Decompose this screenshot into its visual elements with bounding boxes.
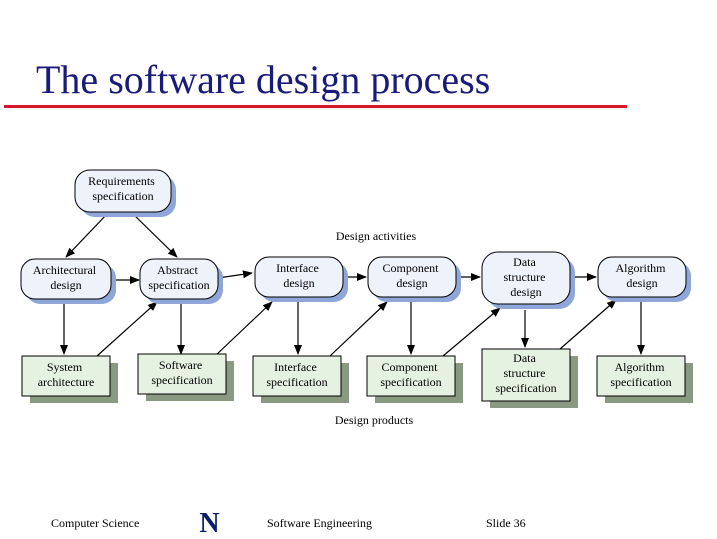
slide-number: Slide 36: [486, 516, 526, 530]
svg-text:Algorithm design: Algorithm design: [616, 261, 669, 290]
arrow-software-specification-to-interface: [214, 301, 273, 357]
activity-component-line-1: Component: [383, 261, 440, 275]
product-software-line-2: specification: [151, 373, 212, 387]
arrow-interface-specification-to-component: [329, 301, 388, 357]
arrow-requirements-to-architectural: [65, 212, 109, 258]
product-component-line-2: specification: [380, 375, 441, 389]
product-algorithm-line-1: Algorithm: [615, 360, 666, 374]
activity-architectural-line-1: Architectural: [33, 263, 97, 277]
activity-architectural-design: Architectural design: [20, 258, 116, 304]
product-data-structure-line-3: specification: [495, 381, 556, 395]
activity-data-structure-line-2: structure: [504, 270, 546, 284]
design-products-label: Design products: [335, 413, 414, 427]
product-system-line-2: architecture: [38, 375, 95, 389]
activity-data-structure-line-3: design: [510, 285, 541, 299]
activity-interface-line-2: design: [283, 276, 314, 290]
arrow-component-specification-to-data-structure: [442, 307, 501, 357]
product-interface-line-2: specification: [266, 375, 327, 389]
university-logo: N: [199, 508, 220, 539]
requirements-line-1: Requirements: [88, 174, 155, 188]
activity-interface-line-1: Interface: [276, 261, 319, 275]
requirements-box: [74, 169, 172, 213]
activity-data-structure-line-1: Data: [513, 255, 536, 269]
activity-interface-design: Interface design: [254, 256, 348, 302]
product-component-specification: Component specification: [366, 355, 463, 403]
footer-center: Software Engineering: [267, 516, 372, 530]
title-underline: [4, 105, 627, 108]
activity-component-design: Component design: [367, 256, 461, 302]
activity-component-line-2: design: [396, 276, 427, 290]
arrow-abstract-to-interface: [217, 270, 253, 279]
product-interface-specification: Interface specification: [252, 355, 349, 403]
product-component-line-1: Component: [382, 360, 439, 374]
product-system-architecture: System architecture: [21, 355, 118, 403]
arrow-requirements-to-abstract: [131, 212, 178, 258]
svg-text:Component specification: Component specification: [380, 360, 441, 389]
activity-algorithm-design: Algorithm design: [597, 256, 691, 302]
svg-text:Architectural design: Architectural design: [33, 263, 99, 292]
activity-architectural-line-2: design: [50, 278, 81, 292]
arrow-system-architecture-to-abstract: [96, 301, 158, 357]
requirements-specification-node: Requirements specification: [74, 169, 176, 217]
svg-text:Data structure spe: Data structure specification: [495, 351, 556, 395]
activity-algorithm-line-2: design: [626, 276, 657, 290]
activity-abstract-specification: Abstract specification: [139, 258, 223, 304]
arrows: [60, 212, 645, 357]
product-algorithm-line-2: specification: [610, 375, 671, 389]
requirements-text: Requirements specification: [88, 174, 158, 203]
product-interface-line-1: Interface: [274, 360, 317, 374]
product-data-structure-line-2: structure: [504, 366, 546, 380]
product-software-line-1: Software: [159, 358, 202, 372]
activity-abstract-line-2: specification: [148, 278, 209, 292]
product-system-line-1: System: [47, 360, 83, 374]
svg-text:Interface specification: Interface specification: [266, 360, 327, 389]
footer-left: Computer Science: [51, 516, 140, 530]
page-title: The software design process: [36, 57, 491, 102]
svg-text:Interface design: Interface design: [276, 261, 322, 290]
activity-data-structure-design: Data structure design: [481, 251, 575, 309]
product-data-structure-specification: Data structure specification: [481, 348, 578, 408]
product-data-structure-line-1: Data: [513, 351, 536, 365]
svg-text:Component design: Component design: [383, 261, 442, 290]
requirements-line-2: specification: [92, 189, 153, 203]
activity-abstract-line-1: Abstract: [157, 263, 198, 277]
arrow-data-structure-specification-to-algorithm: [559, 299, 617, 350]
product-software-specification: Software specification: [137, 353, 234, 401]
design-activities-label: Design activities: [336, 229, 417, 243]
product-algorithm-specification: Algorithm specification: [596, 355, 693, 403]
svg-text:Abstract specification: Abstract specification: [148, 263, 209, 292]
activity-algorithm-line-1: Algorithm: [616, 261, 667, 275]
svg-text:Software specification: Software specification: [151, 358, 212, 387]
svg-text:System architecture: System architecture: [38, 360, 95, 389]
svg-text:Algorithm specification: Algorithm specification: [610, 360, 671, 389]
svg-text:Data structure des: Data structure design: [504, 255, 549, 299]
